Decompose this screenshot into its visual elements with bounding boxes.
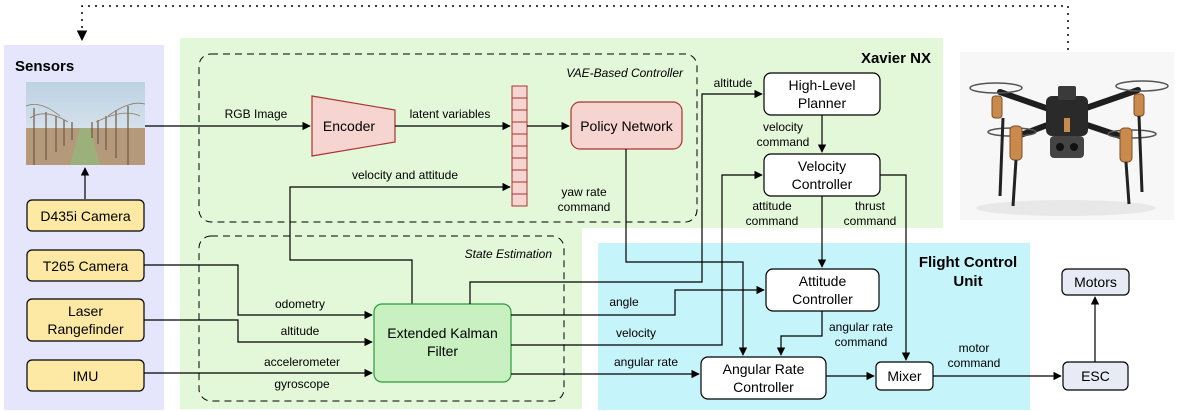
edge-ekf-latent: [289, 182, 511, 304]
edge-label-att-cmd-1: attitude: [752, 199, 792, 213]
fcu-title-line1: Flight Control: [919, 254, 1017, 271]
edge-label-altitude-out: altitude: [714, 76, 753, 90]
ekf-label-line1: Extended Kalman: [387, 325, 498, 341]
edge-velocity-mixer: [880, 174, 911, 361]
policy-network-label: Policy Network: [580, 118, 674, 134]
vae-controller-region: [198, 53, 698, 223]
imu-label: IMU: [73, 368, 99, 384]
edge-label-motor-cmd-2: command: [948, 356, 1001, 370]
drone-feedback-line: [76, 5, 1069, 50]
edge-label-angular-rate: angular rate: [614, 355, 678, 369]
edge-attitude-angular: [776, 311, 823, 356]
motors-label: Motors: [1074, 274, 1117, 290]
edge-label-odometry: odometry: [275, 297, 325, 311]
angular-rate-controller-label-line2: Controller: [733, 379, 794, 395]
state-estimation-title: State Estimation: [465, 247, 553, 261]
vae-controller-title: VAE-Based Controller: [566, 66, 684, 80]
edge-label-accelerometer: accelerometer: [264, 355, 340, 369]
edge-label-motor-cmd-1: motor: [959, 341, 990, 355]
state-estimation-region: [198, 235, 565, 402]
edge-label-thrust-cmd-1: thrust: [855, 199, 886, 213]
attitude-controller-label-line1: Attitude: [799, 273, 847, 289]
encoder-label: Encoder: [323, 118, 375, 134]
edge-label-att-cmd-2: command: [746, 214, 799, 228]
edge-label-vel-att: velocity and attitude: [352, 168, 458, 182]
edge-label-gyroscope: gyroscope: [274, 377, 330, 391]
attitude-controller-label-line2: Controller: [792, 291, 853, 307]
motors-block: [1061, 268, 1130, 296]
imu-block: [26, 359, 145, 392]
edge-label-yaw-rate-1: yaw rate: [561, 185, 607, 199]
edge-label-vel-cmd-2: command: [757, 135, 810, 149]
velocity-controller-label-line2: Controller: [792, 176, 853, 192]
fcu-title-line2: Unit: [953, 273, 982, 290]
edge-ekf-planner: [469, 89, 763, 304]
d435i-camera-label: D435i Camera: [40, 208, 130, 224]
angular-rate-controller-label-line1: Angular Rate: [723, 361, 805, 377]
sensors-title: Sensors: [15, 58, 74, 75]
latent-vector: [511, 85, 528, 207]
edge-label-thrust-cmd-2: command: [844, 214, 897, 228]
edge-policy-angular: [625, 149, 748, 356]
angular-rate-controller-block: [700, 356, 827, 400]
high-level-planner-label-line1: High-Level: [789, 77, 856, 93]
mixer-label: Mixer: [887, 368, 922, 384]
encoder-block: [311, 95, 396, 157]
edge-label-vel-cmd-1: velocity: [763, 120, 803, 134]
t265-camera-label: T265 Camera: [43, 258, 129, 274]
orchard-image: [25, 82, 146, 165]
xavier-title: Xavier NX: [861, 50, 931, 67]
edge-ekf-attitude: [511, 285, 765, 316]
esc-label: ESC: [1081, 368, 1110, 384]
edge-label-latent: latent variables: [410, 107, 491, 121]
velocity-controller-label-line1: Velocity: [798, 158, 846, 174]
d435i-camera-block: [26, 199, 145, 232]
edge-laser-ekf: [144, 319, 373, 347]
laser-rangefinder-label-line2: Rangefinder: [47, 321, 124, 337]
edge-label-velocity: velocity: [616, 326, 656, 340]
laser-rangefinder-label-line1: Laser: [68, 303, 103, 319]
edge-label-ang-cmd-1: angular rate: [829, 320, 893, 334]
ekf-block: [373, 303, 512, 383]
edge-label-ang-cmd-2: command: [835, 335, 888, 349]
drone-image: [960, 52, 1174, 220]
edge-ekf-velocity: [511, 170, 763, 346]
edge-label-rgb-image: RGB Image: [225, 107, 288, 121]
edge-label-altitude-in: altitude: [281, 324, 320, 338]
high-level-planner-label-line2: Planner: [798, 95, 847, 111]
edge-label-yaw-rate-2: command: [558, 200, 611, 214]
edge-label-angle: angle: [609, 295, 639, 309]
edge-t265-ekf: [144, 264, 373, 320]
ekf-label-line2: Filter: [427, 343, 458, 359]
